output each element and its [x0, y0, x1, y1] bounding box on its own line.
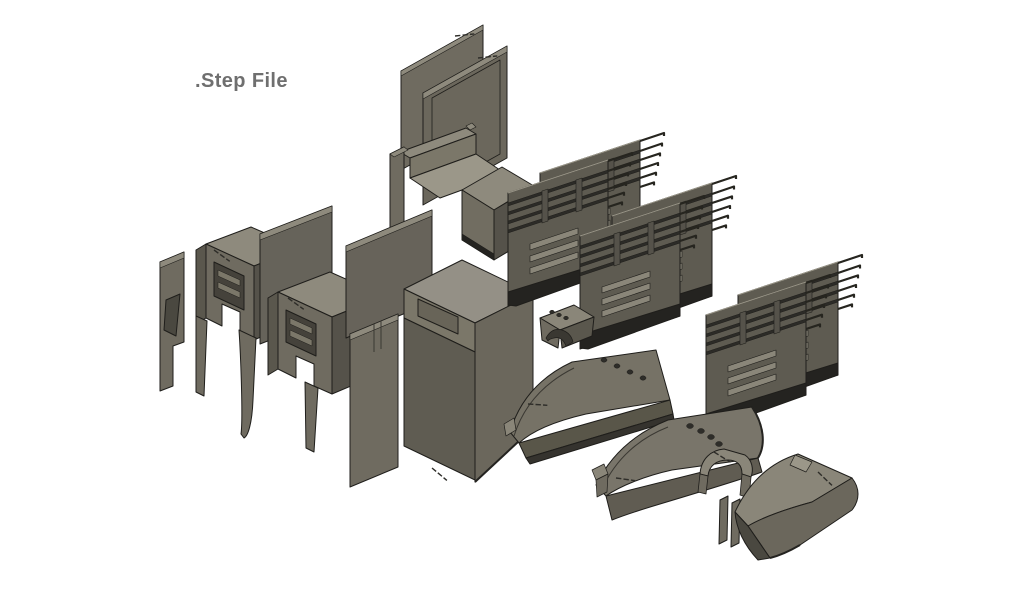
fender-cover-right [734, 453, 859, 561]
support-leg [304, 381, 319, 453]
file-format-label: .Step File [195, 70, 288, 92]
side-panel-notched [349, 313, 399, 488]
curved-roof-panel [503, 349, 675, 465]
bolt-hole [600, 357, 608, 363]
support-leg [238, 329, 257, 439]
bolt-hole [686, 423, 694, 429]
support-legs [718, 495, 741, 548]
bolt-hole [549, 309, 555, 315]
grille-recess [417, 298, 459, 335]
bolt-hole [556, 312, 562, 318]
support-leg [195, 315, 208, 397]
bolt-hole [613, 363, 621, 369]
bolt-hole [639, 375, 647, 381]
embossed-logo-mark [429, 467, 450, 482]
arch-bracket-small [539, 304, 595, 349]
fender-cover-left [591, 406, 764, 521]
bolt-hole [715, 441, 723, 447]
bolt-hole [626, 369, 634, 375]
side-blade [159, 251, 185, 392]
bolt-hole [563, 315, 569, 321]
bolt-hole [697, 428, 705, 434]
bolt-hole [707, 434, 715, 440]
